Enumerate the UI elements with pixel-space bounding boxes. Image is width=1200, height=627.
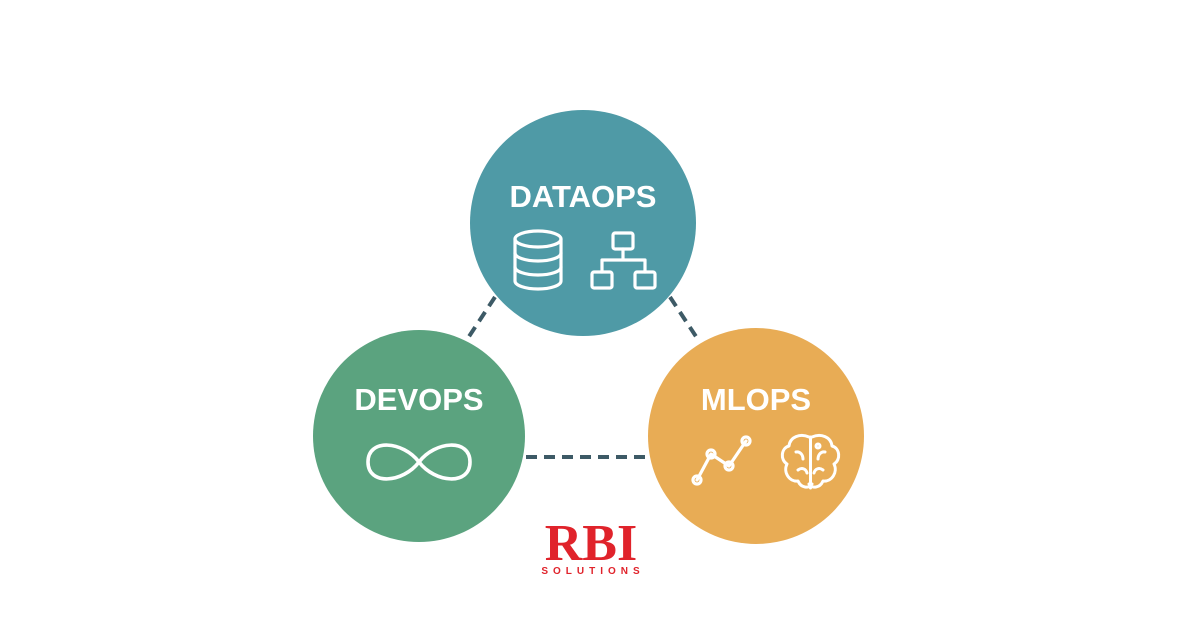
connector-dataops-mlops: [668, 295, 699, 340]
brain-icon: [780, 433, 841, 490]
dataops-circle: [470, 110, 696, 336]
connector-dataops-devops: [466, 295, 497, 340]
database-icon: [513, 229, 563, 291]
logo-sub-text: SOLUTIONS: [541, 566, 644, 577]
node-devops: DEVOPS: [313, 330, 525, 542]
devops-circle: [313, 330, 525, 542]
logo-main-text: RBI: [545, 515, 637, 572]
hierarchy-icon: [590, 231, 657, 290]
devops-label: DEVOPS: [354, 382, 483, 417]
node-dataops: DATAOPS: [470, 110, 696, 336]
mlops-circle: [648, 328, 864, 544]
mlops-label: MLOPS: [701, 382, 811, 417]
rbi-solutions-logo: RBI SOLUTIONS: [541, 515, 644, 577]
infinity-icon: [366, 443, 472, 481]
node-mlops: MLOPS: [648, 328, 864, 544]
line-graph-icon: [691, 435, 752, 486]
dataops-label: DATAOPS: [510, 179, 657, 214]
